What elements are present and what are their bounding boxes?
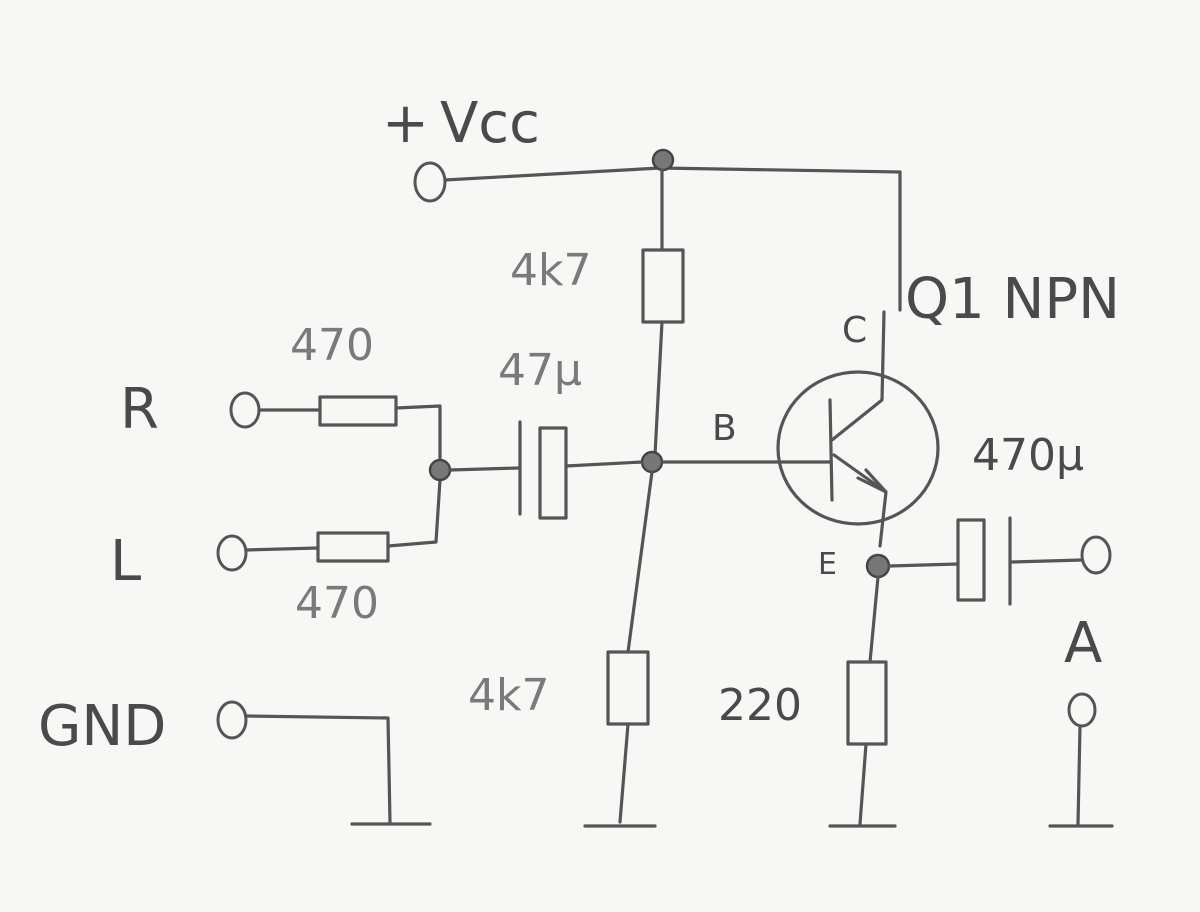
- resistor-input-right: [318, 395, 398, 427]
- cap-input-plate-pos: [538, 426, 568, 520]
- pin-base-label: B: [712, 408, 737, 449]
- resistor-bias-top-label: 4k7: [510, 245, 591, 296]
- vcc-junction-node: [651, 148, 675, 172]
- bias-bottom-wire-upper: [626, 470, 654, 654]
- output-terminal[interactable]: [1080, 535, 1112, 575]
- cap-input-wire-right: [564, 460, 644, 468]
- input-left-wire-a: [244, 546, 320, 552]
- vcc-terminal[interactable]: [413, 161, 447, 203]
- resistor-bias-bottom: [606, 650, 650, 726]
- pin-emitter-label: E: [818, 547, 837, 582]
- cap-input-wire-left: [448, 466, 520, 472]
- cap-output-label: 470µ: [972, 430, 1084, 481]
- emitter-wire-upper: [868, 575, 880, 664]
- resistor-bias-bottom-label: 4k7: [468, 670, 549, 721]
- mix-junction-node: [428, 458, 452, 482]
- cap-output-wire-left: [887, 562, 960, 568]
- resistor-input-left-label: 470: [295, 578, 379, 629]
- cap-output-plate-pos: [956, 518, 986, 602]
- output-ground-terminal[interactable]: [1067, 692, 1097, 728]
- cap-output-wire-right: [1010, 558, 1084, 564]
- cap-input-label: 47µ: [498, 345, 582, 396]
- bias-top-wire-lower: [653, 320, 664, 457]
- vcc-plus-label: +: [382, 91, 429, 156]
- input-ground-terminal[interactable]: [216, 700, 248, 740]
- input-ground-label: GND: [38, 694, 166, 759]
- resistor-input-left: [316, 531, 390, 563]
- vcc-rail-wire: [443, 166, 902, 312]
- input-right-wire-b: [394, 404, 442, 462]
- resistor-bias-top: [641, 248, 685, 324]
- transistor-label: Q1 NPN: [905, 267, 1120, 332]
- input-left-wire-b: [386, 478, 442, 548]
- emitter-wire-lower: [858, 742, 868, 826]
- input-right-label: R: [120, 377, 159, 442]
- output-label: A: [1064, 611, 1102, 676]
- input-ground-wire: [244, 714, 392, 824]
- vcc-label: Vcc: [440, 91, 540, 156]
- input-left-label: L: [110, 529, 141, 594]
- bias-bottom-wire-lower: [618, 722, 630, 824]
- base-junction-node: [640, 450, 664, 474]
- resistor-input-right-label: 470: [290, 320, 374, 371]
- resistor-emitter: [846, 660, 888, 746]
- emitter-junction-node: [865, 553, 891, 579]
- input-left-terminal[interactable]: [216, 534, 248, 572]
- output-ground-wire: [1076, 724, 1082, 826]
- resistor-emitter-label: 220: [718, 680, 802, 731]
- input-right-terminal[interactable]: [229, 391, 261, 429]
- pin-collector-label: C: [842, 310, 867, 351]
- transistor-q1: [776, 310, 940, 548]
